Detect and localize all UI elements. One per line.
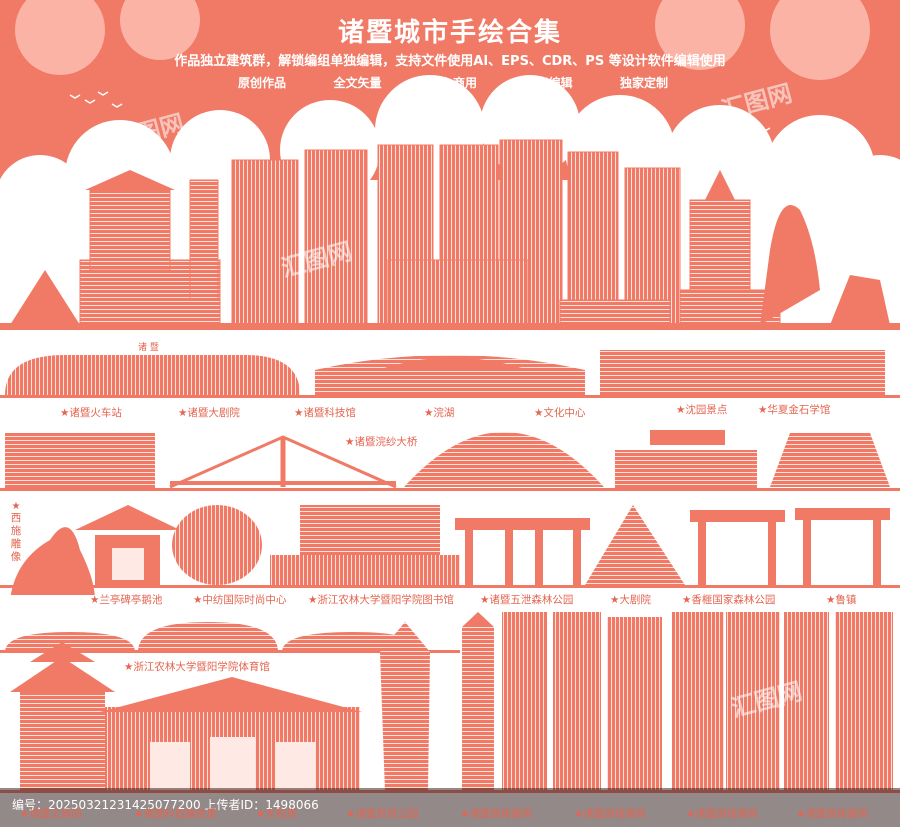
label-luzhen: ★鲁镇: [826, 594, 857, 606]
footer-bar: [0, 788, 900, 827]
label-highrise-3: ★诸暨高楼建筑: [686, 808, 759, 820]
label-donghe-tower: ★东和塔: [256, 808, 297, 820]
label-highrise-4: ★诸暨高楼建筑: [796, 808, 869, 820]
label-highrise-2: ★诸暨高楼建筑: [574, 808, 647, 820]
skyline-illustration: [0, 139, 900, 330]
tag-original: 原创作品: [238, 76, 287, 90]
row2-buildings: [0, 430, 900, 491]
label-shen-garden: ★沈园景点: [676, 404, 728, 416]
label-jinshi-museum: ★华夏金石学馆: [758, 404, 831, 416]
label-theatre: ★大剧院: [610, 594, 651, 606]
tag-custom: 独家定制: [619, 76, 668, 90]
label-huan-lake: ★浣湖: [424, 407, 455, 419]
label-highrise-1: ★诸暨高楼建筑: [460, 808, 533, 820]
label-library: ★浙江农林大学暨阳学院图书馆: [308, 594, 454, 606]
label-railway-station: ★诸暨火车站: [60, 407, 122, 419]
label-gymnasium: ★浙江农林大学暨阳学院体育馆: [124, 661, 270, 673]
label-culture-center: ★文化中心: [534, 407, 586, 419]
label-wuxie-park: ★诸暨五泄森林公园: [480, 594, 574, 606]
row3-buildings: [0, 505, 900, 595]
label-xishi-statue: 西施雕像: [10, 512, 22, 563]
row5-buildings: [0, 612, 900, 793]
label-wenchang: ★诸暨文昌阁: [20, 808, 82, 820]
footer-info: 编号：20250321231425077200 上传者ID：1498066: [12, 798, 319, 812]
feature-tags: 原创作品 全文矢量 放心商用 任意编辑 独家定制: [238, 74, 668, 91]
station-sign: 诸 暨: [138, 343, 159, 353]
poster-title: 诸暨城市手绘合集: [337, 18, 562, 48]
label-xiangfei-park: ★香榧国家森林公园: [682, 594, 776, 606]
tag-commercial: 放心商用: [428, 76, 477, 90]
row1-buildings: [0, 350, 900, 398]
tag-vector: 全文矢量: [333, 76, 382, 90]
label-lanting: ★兰亭碑亭鹅池: [90, 594, 163, 606]
label-science-museum: ★诸暨科技馆: [294, 407, 356, 419]
tag-editable: 任意编辑: [524, 76, 573, 90]
label-gen-tower: ★诸暨艮塔公园: [346, 808, 419, 820]
label-zhongfang-center: ★中纺国际时尚中心: [193, 594, 287, 606]
label-huansha-bridge: ★诸暨浣纱大桥: [345, 436, 418, 448]
label-grand-theatre: ★诸暨大剧院: [178, 407, 240, 419]
label-xishi-hometown: ★诸暨科西施故里: [134, 808, 217, 820]
label-xishi-star: ★: [11, 501, 21, 512]
poster-subtitle: 作品独立建筑群，解锁编组单独编辑，支持文件使用AI、EPS、CDR、PS 等设计…: [174, 54, 726, 69]
